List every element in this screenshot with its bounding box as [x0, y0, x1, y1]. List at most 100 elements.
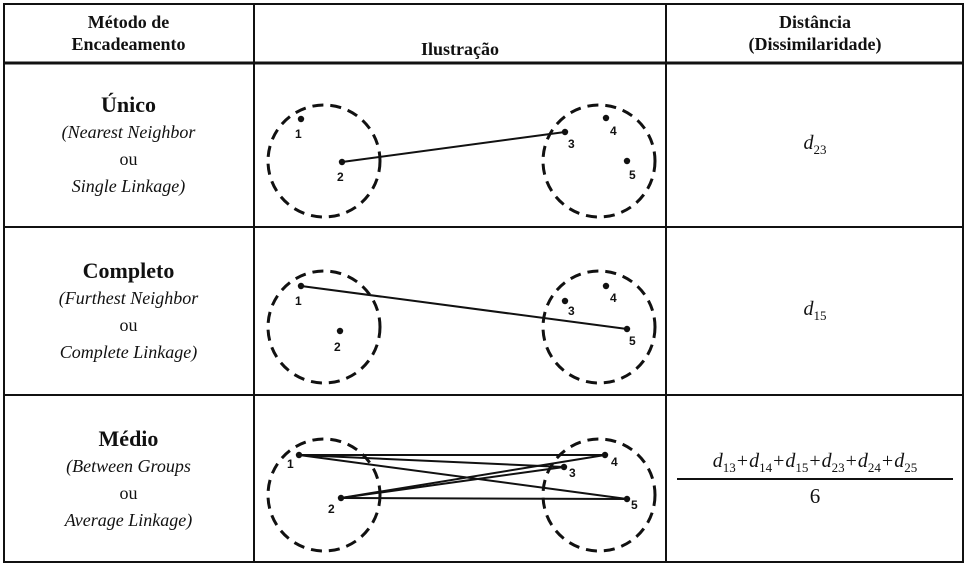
header-illustration-label: Ilustração	[421, 39, 499, 59]
method-or: ou	[119, 482, 138, 503]
method-alias: Average Linkage)	[64, 509, 193, 530]
illustration-average: 1 2 3 4 5	[266, 437, 657, 553]
method-alias: (Between Groups	[66, 455, 191, 476]
distance-formula: d15	[804, 298, 827, 324]
linkage-line	[298, 454, 565, 468]
plus-operator: +	[809, 449, 821, 472]
data-point	[623, 157, 631, 165]
method-cell-complete: Completo (Furthest Neighbor ou Complete …	[3, 227, 254, 395]
distance-subscript: 25	[904, 459, 918, 475]
formula-numerator: d13+d14+d15+d23+d24+d25	[711, 450, 919, 478]
distance-symbol: d	[749, 449, 760, 472]
method-name: Completo	[82, 257, 175, 283]
point-label: 2	[328, 502, 335, 516]
distance-symbol: d	[712, 449, 723, 472]
distance-symbol: d	[821, 449, 832, 472]
data-point	[623, 495, 631, 503]
cluster-b-circle	[541, 269, 657, 385]
illustration-complete: 1 2 3 4 5	[266, 269, 657, 385]
fraction-bar	[677, 477, 953, 480]
data-point	[337, 494, 345, 502]
distance-term: d15	[785, 449, 809, 475]
header-distance-line-2: (Dissimilaridade)	[748, 34, 882, 54]
point-label: 3	[568, 304, 575, 318]
distance-symbol: d	[857, 449, 868, 472]
method-alias: Complete Linkage)	[59, 341, 198, 362]
distance-term: d13	[712, 449, 736, 475]
header-method-line-2: Encadeamento	[71, 34, 186, 54]
point-label: 3	[569, 466, 576, 480]
data-point	[602, 282, 610, 290]
point-label: 4	[611, 455, 618, 469]
distance-symbol: d	[785, 449, 796, 472]
linkage-line	[341, 131, 566, 163]
data-point	[560, 463, 568, 471]
linkage-line	[298, 454, 628, 500]
distance-subscript: 15	[795, 459, 809, 475]
point-label: 5	[629, 168, 636, 182]
point-label: 1	[295, 127, 302, 141]
distance-formula: d23	[804, 132, 827, 158]
distance-term: d24	[857, 449, 881, 475]
plus-operator: +	[773, 449, 785, 472]
distance-symbol: d	[803, 298, 814, 320]
point-label: 2	[334, 340, 341, 354]
distance-symbol: d	[894, 449, 905, 472]
method-name: Único	[101, 91, 156, 117]
illustration-single: 1 2 3 4 5	[266, 103, 657, 219]
data-point	[623, 325, 631, 333]
cluster-b-circle	[541, 103, 657, 219]
header-method: Método de Encadeamento	[3, 3, 254, 63]
linkage-line	[300, 285, 628, 330]
data-point	[297, 115, 305, 123]
distance-subscript: 23	[831, 459, 845, 475]
average-formula: d13+d14+d15+d23+d24+d25 6	[677, 450, 953, 509]
distance-subscript: 13	[722, 459, 736, 475]
point-label: 4	[610, 124, 617, 138]
linkage-line	[340, 497, 628, 500]
point-label: 1	[287, 457, 294, 471]
cluster-b-circle	[541, 437, 657, 553]
cluster-a-circle	[266, 437, 382, 553]
method-cell-average: Médio (Between Groups ou Average Linkage…	[3, 395, 254, 563]
distance-term: d23	[821, 449, 845, 475]
data-point	[295, 451, 303, 459]
plus-operator: +	[736, 449, 749, 472]
table-grid	[3, 3, 964, 563]
point-label: 5	[629, 334, 636, 348]
distance-term: d14	[749, 449, 773, 475]
point-label: 2	[337, 170, 344, 184]
method-alias: Single Linkage)	[71, 175, 186, 196]
method-cell-single: Único (Nearest Neighbor ou Single Linkag…	[3, 63, 254, 227]
distance-cell-complete: d15	[666, 227, 964, 395]
header-distance: Distância (Dissimilaridade)	[666, 3, 964, 63]
distance-symbol: d	[803, 132, 814, 154]
cluster-a-circle	[266, 103, 382, 219]
formula-denominator: 6	[809, 483, 821, 508]
linkage-methods-table: Método de Encadeamento Ilustração Distân…	[3, 3, 964, 563]
distance-subscript: 23	[813, 142, 827, 157]
point-label: 4	[610, 291, 617, 305]
data-point	[561, 128, 569, 136]
point-label: 3	[568, 137, 575, 151]
distance-subscript: 15	[813, 308, 827, 323]
distance-cell-single: d23	[666, 63, 964, 227]
method-or: ou	[119, 314, 138, 335]
point-label: 1	[295, 294, 302, 308]
header-method-line-1: Método de	[87, 12, 170, 32]
data-point	[336, 327, 344, 335]
linkage-line	[340, 454, 606, 499]
distance-cell-average: d13+d14+d15+d23+d24+d25 6	[666, 395, 964, 563]
plus-operator: +	[881, 449, 894, 472]
method-name: Médio	[98, 425, 159, 451]
header-distance-line-1: Distância	[779, 12, 851, 32]
method-alias: (Furthest Neighbor	[58, 287, 199, 308]
data-point	[297, 282, 305, 290]
distance-subscript: 14	[759, 459, 773, 475]
method-alias: (Nearest Neighbor	[61, 121, 196, 142]
data-point	[338, 158, 346, 166]
plus-operator: +	[845, 449, 857, 472]
distance-subscript: 24	[867, 459, 881, 475]
point-label: 5	[631, 498, 638, 512]
header-illustration: Ilustração	[254, 19, 666, 79]
